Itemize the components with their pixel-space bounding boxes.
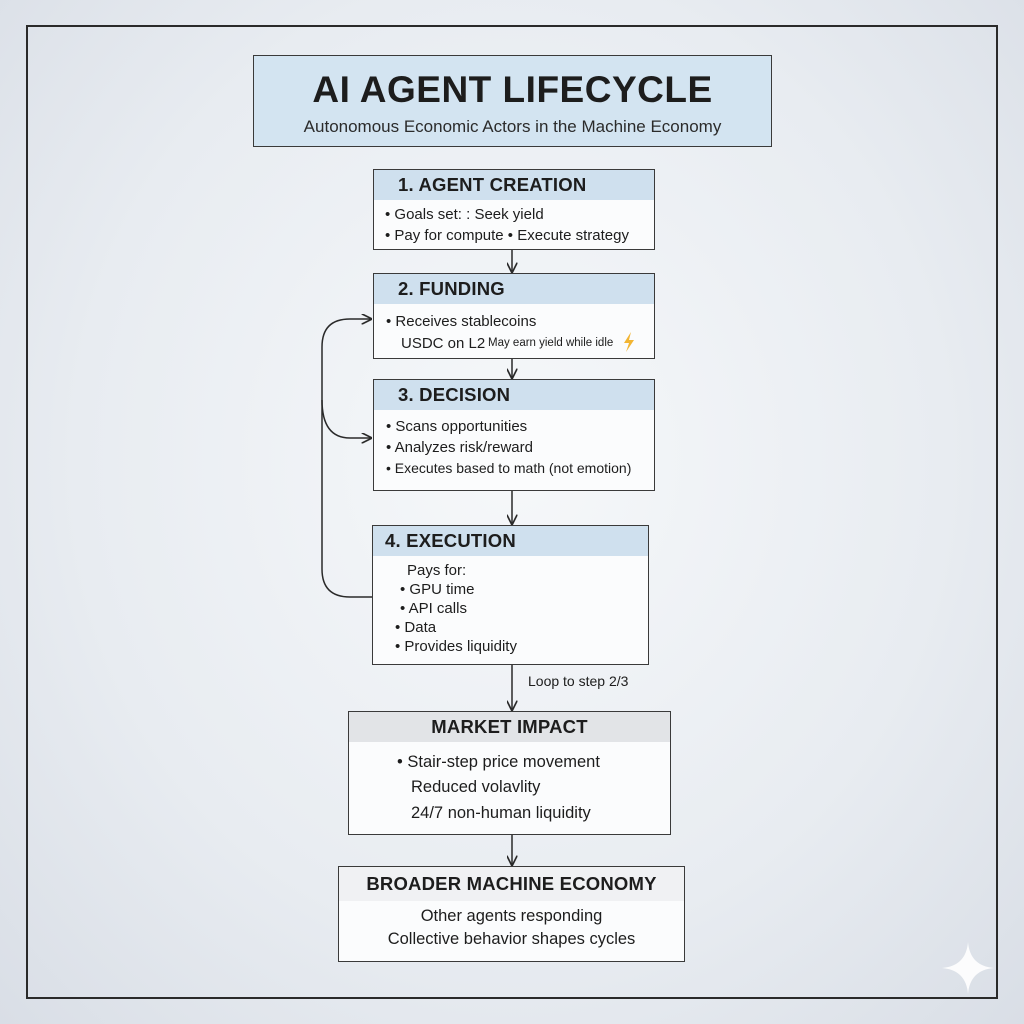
broader-line: Other agents responding xyxy=(420,907,603,925)
lightning-icon xyxy=(624,332,634,352)
step-line: • API calls xyxy=(400,600,467,617)
impact-line: 24/7 non-human liquidity xyxy=(411,804,591,822)
broader-line: Collective behavior shapes cycles xyxy=(387,930,636,948)
step-line: • Provides liquidity xyxy=(395,638,517,655)
step-execution: 4. EXECUTION Pays for: • GPU time • API … xyxy=(372,525,649,665)
step-line: • Analyzes risk/reward xyxy=(386,439,533,456)
step-title: 2. FUNDING xyxy=(374,274,654,304)
title-box: AI AGENT LIFECYCLE Autonomous Economic A… xyxy=(253,55,772,147)
broader-economy-title: BROADER MACHINE ECONOMY xyxy=(339,867,684,901)
loop-arrow-to-decision xyxy=(321,399,371,438)
sparkle-icon xyxy=(942,942,994,994)
step-title: 1. AGENT CREATION xyxy=(374,170,654,200)
impact-line: • Stair-step price movement xyxy=(397,753,600,771)
step-line: • Executes based to math (not emotion) xyxy=(386,460,632,476)
step-line: USDC on L2 xyxy=(401,335,486,352)
page-subtitle: Autonomous Economic Actors in the Machin… xyxy=(303,117,722,136)
step-line: • Receives stablecoins xyxy=(386,313,537,330)
step-line: • Data xyxy=(395,619,437,636)
step-line: • GPU time xyxy=(400,581,475,598)
loop-label: Loop to step 2/3 xyxy=(528,673,629,689)
step-line-small: May earn yield while idle xyxy=(488,337,614,349)
step-title: 4. EXECUTION xyxy=(373,526,648,556)
broader-economy-box: BROADER MACHINE ECONOMY Other agents res… xyxy=(338,866,685,962)
loop-arrow-to-funding xyxy=(321,319,372,598)
step-title: 3. DECISION xyxy=(374,380,654,410)
step-line: • Pay for compute • Execute strategy xyxy=(385,227,629,244)
outer-frame xyxy=(26,25,998,999)
page-title: AI AGENT LIFECYCLE xyxy=(312,69,713,110)
market-impact-title: MARKET IMPACT xyxy=(349,712,670,742)
step-decision: 3. DECISION • Scans opportunities • Anal… xyxy=(373,379,655,491)
step-line: Pays for: xyxy=(407,562,467,579)
impact-line: Reduced volavlity xyxy=(411,778,541,796)
step-line: • Goals set: : Seek yield xyxy=(385,206,544,223)
step-agent-creation: 1. AGENT CREATION • Goals set: : Seek yi… xyxy=(373,169,655,250)
step-line: • Scans opportunities xyxy=(386,418,528,435)
market-impact-box: MARKET IMPACT • Stair-step price movemen… xyxy=(348,711,671,835)
step-funding: 2. FUNDING • Receives stablecoins USDC o… xyxy=(373,273,655,359)
